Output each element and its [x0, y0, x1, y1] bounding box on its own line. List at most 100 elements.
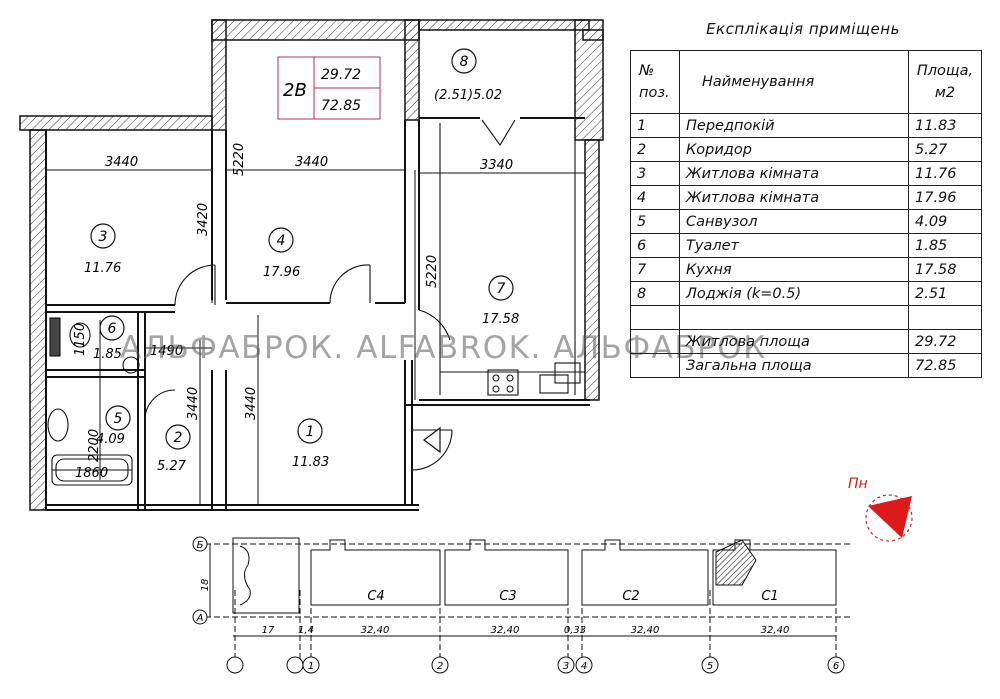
row-pos — [630, 305, 680, 330]
section-c4-label: С4 — [367, 589, 384, 604]
room-8-number: 8 — [460, 54, 469, 70]
axis-a-label: А — [196, 613, 204, 624]
row-area: 1.85 — [908, 233, 982, 258]
room-1-area: 11.83 — [292, 455, 329, 470]
room-7-number: 7 — [497, 281, 506, 297]
highlighted-section — [715, 539, 757, 586]
header-area: Площа,м2 — [908, 50, 982, 114]
dimension-lines — [46, 140, 585, 505]
axis-2-label: 2 — [437, 661, 443, 672]
dim-section-c1: 32,40 — [761, 625, 790, 636]
room-5-number: 5 — [114, 411, 123, 427]
interior-walls — [45, 117, 590, 511]
table-row — [630, 305, 982, 330]
row-name — [679, 305, 909, 330]
dim-room4-width: 3440 — [295, 155, 328, 170]
section-c3-label: С3 — [499, 589, 516, 604]
row-name: Коридор — [679, 137, 909, 162]
dim-kitchen-height: 5220 — [425, 255, 440, 288]
row-area: 17.58 — [908, 257, 982, 282]
axis-6-marker — [827, 656, 845, 674]
row-pos: 8 — [630, 281, 680, 306]
dim-room7-width: 3340 — [480, 158, 513, 173]
room-7-marker — [488, 275, 514, 301]
row-area: 4.09 — [908, 209, 982, 234]
axis-1-marker — [302, 656, 320, 674]
axis-5-label: 5 — [707, 661, 713, 672]
row-name: Передпокій — [679, 113, 909, 138]
dim-small-gap: 1,4 — [298, 625, 314, 636]
row-pos: 5 — [630, 209, 680, 234]
room-1-number: 1 — [306, 424, 315, 440]
room-8-area: (2.51)5.02 — [434, 88, 502, 103]
row-area: 11.76 — [908, 161, 982, 186]
dim-hall-height: 3440 — [244, 387, 259, 420]
row-pos: 2 — [630, 137, 680, 162]
row-pos: 4 — [630, 185, 680, 210]
room-4-number: 4 — [277, 233, 286, 249]
door-swings — [144, 119, 516, 471]
room-2-number: 2 — [174, 430, 183, 446]
row-area: 29.72 — [908, 329, 982, 354]
room-1-marker — [297, 418, 323, 444]
axis-blank2-marker — [286, 656, 304, 674]
axis-1-label: 1 — [308, 661, 314, 672]
header-name: Найменування — [679, 50, 909, 114]
section-c2-label: С2 — [622, 589, 639, 604]
row-name: Лоджія (k=0.5) — [679, 281, 909, 306]
dim-section-c3: 32,40 — [491, 625, 520, 636]
row-area: 11.83 — [908, 113, 982, 138]
dim-room4-height: 5220 — [232, 143, 247, 176]
room-6-number: 6 — [108, 321, 117, 337]
row-pos: 7 — [630, 257, 680, 282]
axis-5-marker — [701, 656, 719, 674]
room-3-number: 3 — [99, 229, 108, 245]
axis-b-label: Б — [197, 540, 204, 551]
dim-wc-height: 1150 — [73, 323, 88, 356]
north-arrow: Пн — [848, 476, 913, 542]
axis-2-marker — [431, 656, 449, 674]
north-label: Пн — [848, 476, 868, 492]
row-area: 2.51 — [908, 281, 982, 306]
room-6-area: 1.85 — [93, 347, 122, 362]
dim-bath-width: 1860 — [75, 466, 108, 481]
dim-room3-width: 3440 — [105, 155, 138, 170]
row-pos — [630, 353, 680, 378]
row-area: 5.27 — [908, 137, 982, 162]
dim-section-c4: 32,40 — [361, 625, 390, 636]
dim-left-block: 17 — [262, 625, 275, 636]
row-name: Загальна площа — [679, 353, 909, 378]
room-7-area: 17.58 — [482, 312, 519, 327]
axis-6-label: 6 — [833, 661, 839, 672]
row-name: Кухня — [679, 257, 909, 282]
row-pos: 3 — [630, 161, 680, 186]
apartment-type: 2В — [283, 80, 307, 101]
apartment-tag: 2В 29.72 72.85 — [277, 56, 381, 120]
dim-corridor-height: 3440 — [186, 387, 201, 420]
dim-section-c2: 32,40 — [631, 625, 660, 636]
room-4-marker — [268, 227, 294, 253]
dim-bath-height: 2200 — [87, 429, 102, 462]
axis-a-marker — [192, 609, 208, 625]
room-3-area: 11.76 — [84, 261, 121, 276]
apartment-living-area: 29.72 — [321, 67, 361, 83]
dim-section-gap: 0,33 — [564, 625, 586, 636]
row-area: 72.85 — [908, 353, 982, 378]
room-2-area: 5.27 — [157, 459, 187, 474]
room-5-marker — [105, 405, 131, 431]
axis-blank-marker — [226, 656, 244, 674]
room-2-marker — [165, 424, 191, 450]
